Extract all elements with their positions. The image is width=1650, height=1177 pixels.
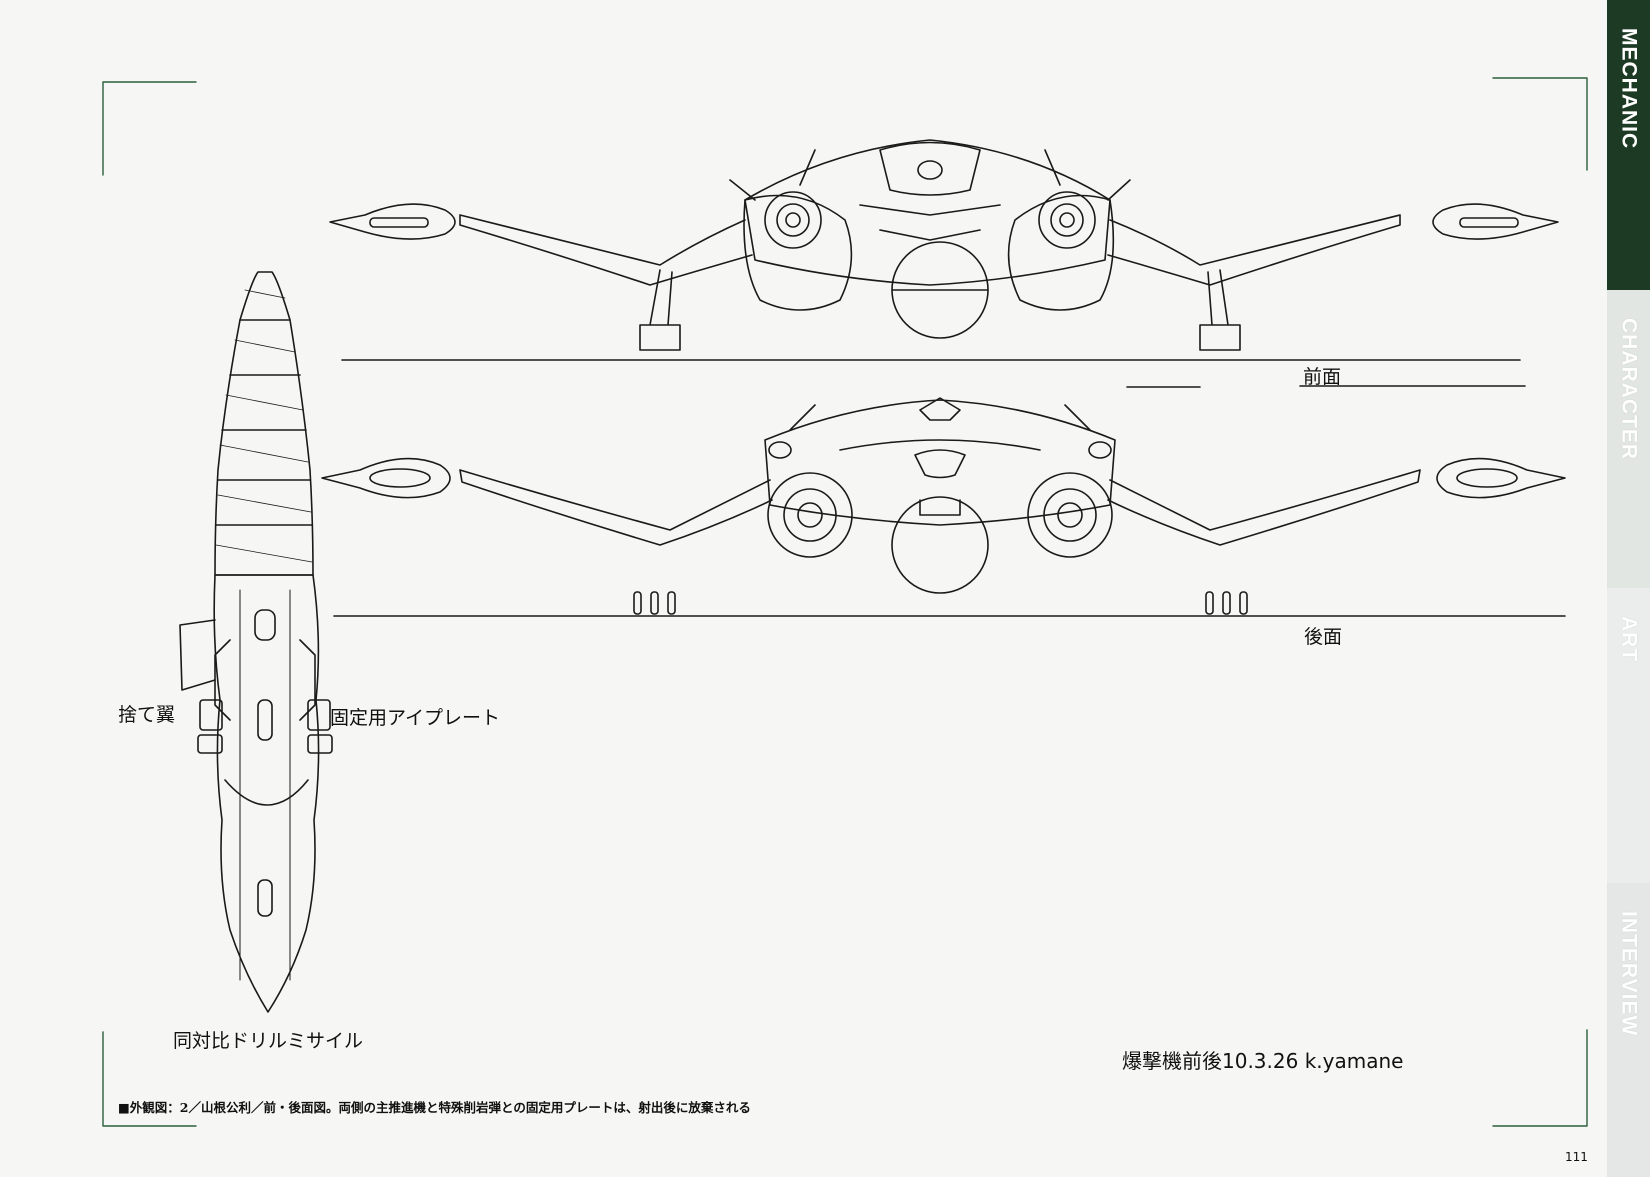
drill-missile-label: 同対比ドリルミサイル (173, 1030, 364, 1052)
tab-art-label: ART (1617, 616, 1641, 663)
artist-signature: 爆撃機前後10.3.26 k.yamane (1122, 1049, 1404, 1073)
chapter-tabs: MECHANIC CHARACTER ART INTERVIEW (1607, 0, 1650, 1177)
tab-mechanic[interactable]: MECHANIC (1607, 0, 1650, 290)
drill-missile-top-view-drawing-icon (179, 271, 333, 1013)
tab-interview[interactable]: INTERVIEW (1607, 883, 1650, 1177)
figure-caption: ■外観図：2／山根公利／前・後面図。両側の主推進機と特殊削岩弾との固定用プレート… (118, 1100, 751, 1115)
rear-view-label: 後面 (1304, 626, 1343, 648)
mechanical-drawing-canvas (102, 77, 1588, 1127)
discard-wing-label: 捨て翼 (118, 704, 176, 726)
fixing-eye-plate-label: 固定用アイプレート (330, 707, 501, 729)
bomber-rear-view-drawing-icon (321, 397, 1566, 617)
crop-corner-marks-icon (102, 77, 1588, 1127)
tab-character[interactable]: CHARACTER (1607, 290, 1650, 588)
bomber-front-view-drawing-icon (329, 139, 1559, 388)
tab-art[interactable]: ART (1607, 588, 1650, 883)
tab-character-label: CHARACTER (1617, 318, 1641, 460)
page-number: 111 (1565, 1150, 1588, 1164)
tab-mechanic-label: MECHANIC (1617, 28, 1641, 150)
front-view-label: 前面 (1303, 366, 1342, 388)
tab-interview-label: INTERVIEW (1617, 911, 1641, 1037)
